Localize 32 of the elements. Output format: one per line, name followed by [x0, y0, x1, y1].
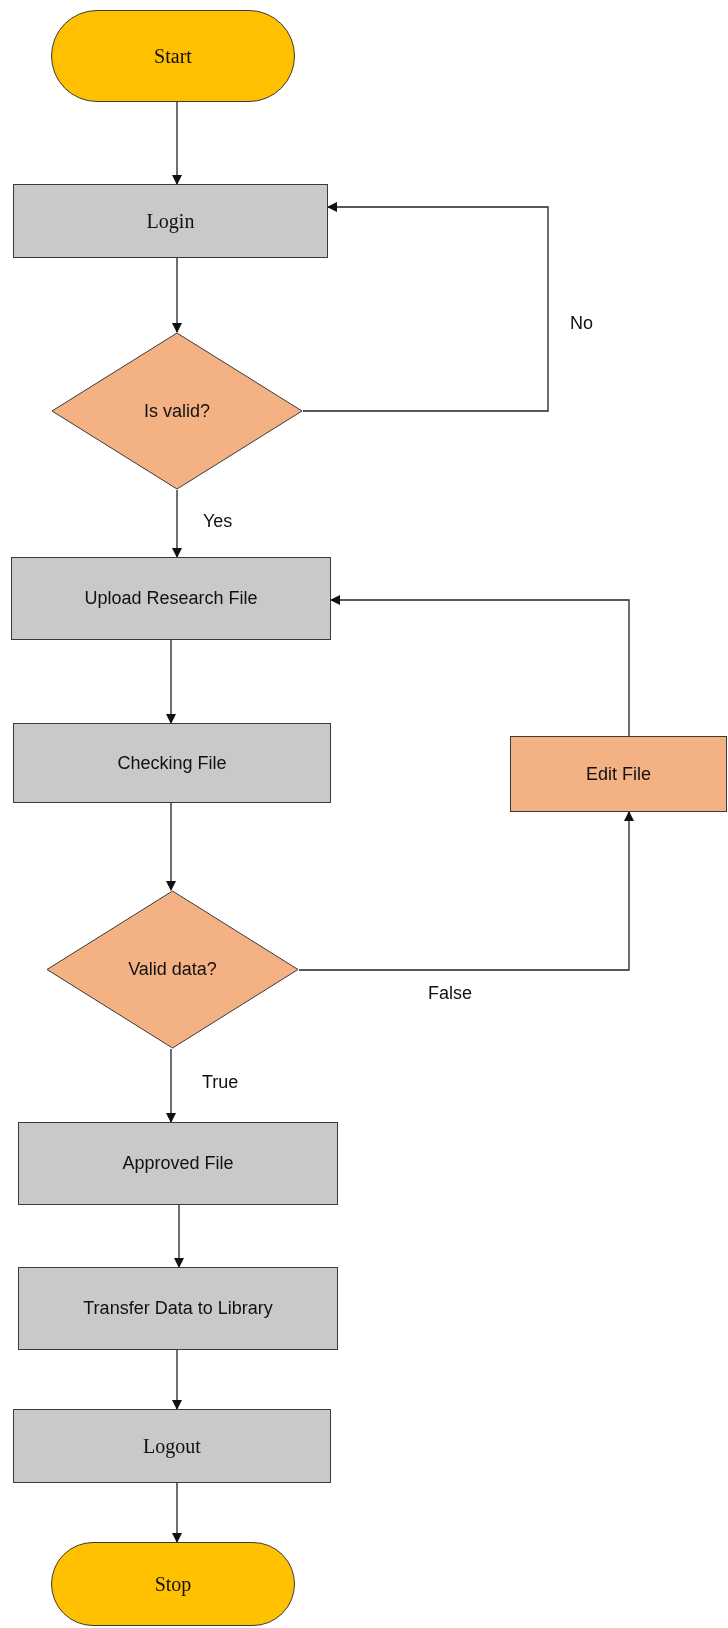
arrow — [166, 802, 176, 891]
arrow — [166, 1048, 176, 1123]
process-box — [11, 557, 331, 640]
node-label: Valid data? — [128, 958, 217, 981]
arrow — [172, 489, 182, 558]
node-label: Upload Research File — [84, 587, 258, 610]
arrow — [298, 811, 634, 971]
arrow — [172, 257, 182, 333]
node-label: Logout — [143, 1434, 201, 1460]
process-box — [13, 1409, 331, 1483]
arrow — [330, 595, 630, 737]
node-label: Edit File — [586, 762, 651, 786]
decision-diamond — [51, 332, 303, 490]
node-label: Checking File — [117, 751, 227, 775]
node-label: Transfer Data to Library — [83, 1297, 273, 1320]
process-box — [13, 723, 331, 803]
process-box — [13, 184, 328, 258]
decision-diamond — [46, 890, 299, 1049]
arrow — [172, 101, 182, 185]
arrow — [166, 639, 176, 724]
node-label: Approved File — [122, 1152, 234, 1175]
node-label: Is valid? — [143, 399, 210, 423]
process-box — [510, 736, 727, 812]
arrow — [172, 1349, 182, 1410]
node-label: Stop — [154, 1572, 192, 1598]
process-box — [18, 1122, 338, 1205]
arrow — [174, 1204, 184, 1268]
process-box — [18, 1267, 338, 1350]
arrow — [302, 202, 549, 412]
node-label: Login — [146, 209, 195, 235]
arrow — [172, 1482, 182, 1543]
node-label: Start — [154, 44, 192, 69]
